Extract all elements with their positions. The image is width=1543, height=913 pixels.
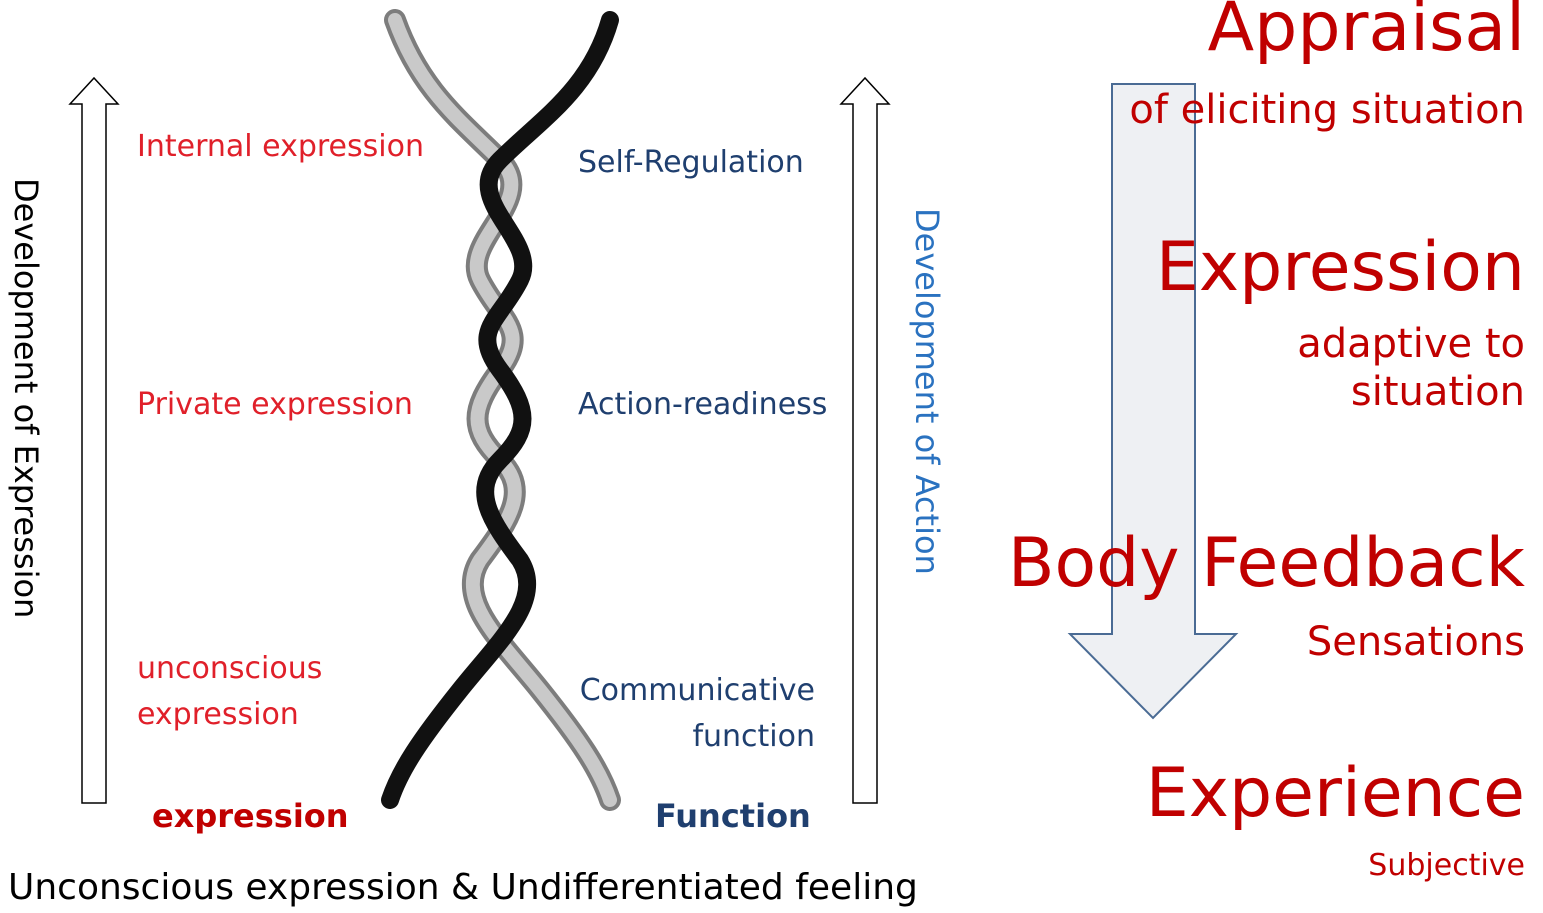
stage-appraisal-subtitle: of eliciting situation (1129, 87, 1525, 133)
stage-experience-subtitle: Subjective (1368, 848, 1525, 883)
action-readiness-label: Action-readiness (578, 387, 828, 422)
communicative-function-label: Communicative function (579, 673, 815, 754)
action-axis-label: Development of Action (908, 208, 946, 575)
helix (381, 9, 621, 811)
internal-expression-label: Internal expression (137, 129, 424, 164)
expression-axis-label: Development of Expression (7, 178, 45, 619)
self-regulation-label: Self-Regulation (578, 145, 804, 180)
stage-body-feedback-subtitle: Sensations (1306, 619, 1525, 665)
private-expression-label: Private expression (137, 387, 413, 422)
helix-strand-black (381, 11, 619, 809)
stage-expression-title: Expression (1155, 228, 1525, 307)
stage-appraisal-title: Appraisal (1207, 0, 1525, 67)
bottom-caption: Unconscious expression & Undifferentiate… (8, 867, 918, 908)
left-up-arrow (68, 76, 120, 804)
stage-expression-subtitle: adaptive to situation (1297, 321, 1525, 415)
function-bottom-label: Function (655, 797, 811, 835)
stage-body-feedback-title: Body Feedback (1007, 524, 1525, 603)
unconscious-expression-label: unconscious expression (137, 651, 323, 732)
expression-bottom-label: expression (152, 797, 349, 835)
stage-experience-title: Experience (1145, 754, 1525, 833)
down-arrow (1067, 83, 1239, 720)
right-up-arrow (839, 76, 891, 804)
